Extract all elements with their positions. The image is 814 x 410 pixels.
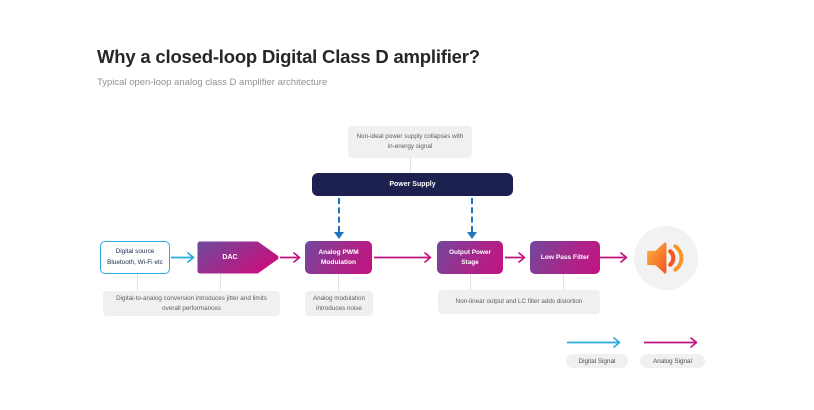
legend-analog-label: Analog Signal <box>640 354 705 368</box>
power-supply-note: Non-ideal power supply collapses with in… <box>348 126 472 158</box>
dashed-line <box>338 198 340 232</box>
legend-digital-label: Digital Signal <box>566 354 628 368</box>
supply-arrow-to-pwm <box>333 198 345 239</box>
dac-block-shape <box>197 241 279 274</box>
connector-source-note <box>137 274 138 291</box>
analog-signal-arrow-1 <box>280 252 301 263</box>
analog-signal-arrow-4 <box>599 252 628 263</box>
digital-source-block: Digital source Bluetooth, Wi-Fi etc <box>100 241 170 274</box>
connector-output-note <box>470 274 471 290</box>
analog-signal-arrow-3 <box>505 252 526 263</box>
arrowhead-down-icon <box>467 232 477 239</box>
page-subtitle: Typical open-loop analog class D amplifi… <box>97 77 328 88</box>
arrowhead-down-icon <box>334 232 344 239</box>
speaker-circle <box>634 226 698 290</box>
digital-source-line1: Digital source <box>115 248 155 256</box>
supply-arrow-to-output <box>466 198 478 239</box>
power-supply-block: Power Supply <box>312 173 513 196</box>
page-title: Why a closed-loop Digital Class D amplif… <box>97 46 480 67</box>
connector-filter-note <box>563 274 564 290</box>
digital-source-line2: Bluetooth, Wi-Fi etc <box>107 258 163 266</box>
low-pass-filter-block: Low Pass Filter <box>530 241 600 274</box>
connector-dac-note <box>220 274 221 291</box>
dac-block-label: DAC <box>222 254 238 261</box>
analog-signal-arrow-2 <box>374 252 432 263</box>
speaker-icon <box>647 242 684 274</box>
dac-note: Digital-to-analog conversion introduces … <box>103 291 280 316</box>
pwm-note: Analog modulation introduces noise <box>305 291 373 316</box>
dashed-line <box>471 198 473 232</box>
pwm-modulation-block: Analog PWM Modulation <box>305 241 372 274</box>
output-power-stage-block: Output Power Stage <box>437 241 503 274</box>
connector-pwm-note <box>338 274 339 291</box>
digital-signal-arrow <box>171 252 195 263</box>
legend-digital-arrow <box>567 337 621 348</box>
legend-analog-arrow <box>644 337 698 348</box>
output-note: Non-linear output and LC filter adds dis… <box>438 290 600 314</box>
connector-note-to-supply <box>410 158 411 173</box>
